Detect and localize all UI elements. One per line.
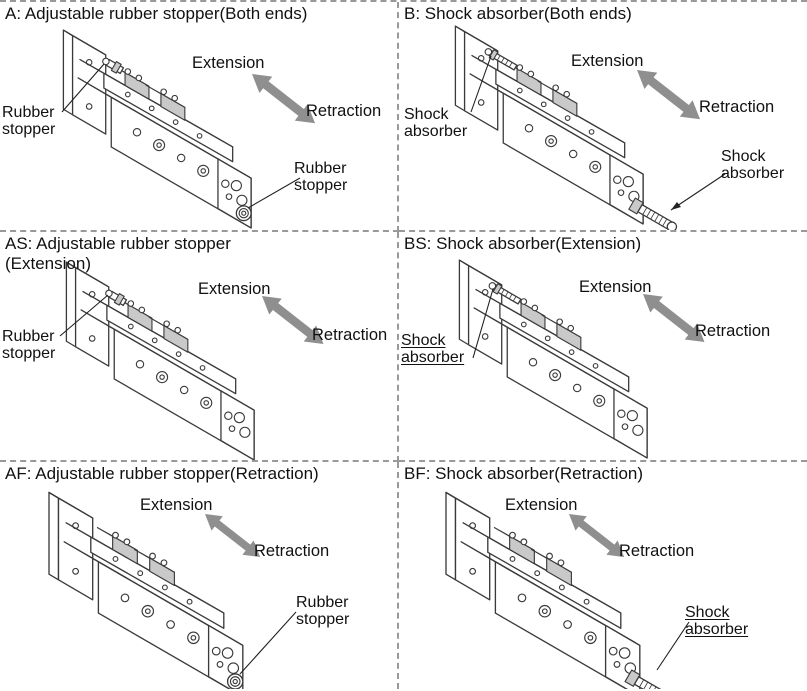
actuator-isometric-drawing — [458, 259, 711, 459]
leader-line — [61, 63, 105, 113]
callout-rubber-stopper: Rubber stopper — [294, 160, 348, 195]
extension-label: Extension — [198, 280, 271, 298]
leader-line — [470, 55, 492, 113]
panel-bs-scene: Extension Retraction Shock absorber — [399, 232, 807, 460]
actuator-body — [445, 491, 641, 689]
panel-title: A: Adjustable rubber stopper(Both ends) — [5, 4, 308, 23]
panel-a: A: Adjustable rubber stopper(Both ends) … — [0, 2, 399, 232]
actuator-isometric-drawing — [61, 29, 322, 229]
panel-as-scene: Extension Retraction Rubber stopper — [0, 232, 397, 460]
panel-title: AF: Adjustable rubber stopper(Retraction… — [5, 464, 319, 483]
callout-rubber-stopper: Rubber stopper — [296, 594, 350, 629]
retraction-label: Retraction — [254, 542, 330, 560]
leader-line — [472, 288, 494, 359]
retraction-label: Retraction — [312, 326, 388, 344]
extension-label: Extension — [579, 278, 652, 296]
actuator-isometric-drawing — [48, 491, 297, 689]
leader-line — [247, 177, 301, 209]
shock-absorber-retraction-icon — [624, 669, 678, 689]
panel-bf-scene: Extension Retraction Shock absorber — [399, 462, 807, 689]
rubber-stopper-retraction-icon — [226, 673, 244, 689]
callout-rubber-stopper: Rubber stopper — [2, 328, 56, 363]
extension-retraction-arrow-icon — [630, 61, 707, 128]
actuator-isometric-drawing — [445, 491, 690, 689]
leader-line — [656, 621, 690, 671]
callout-shock-absorber: Shock absorber — [685, 604, 749, 639]
actuator-isometric-drawing — [59, 261, 330, 460]
callout-rubber-stopper: Rubber stopper — [2, 104, 56, 139]
panel-bs: BS: Shock absorber(Extension) Extension … — [399, 232, 807, 462]
panel-b-scene: Extension Retraction Shock absorber Shoc… — [399, 2, 807, 230]
panel-title: B: Shock absorber(Both ends) — [404, 4, 632, 23]
panel-af-scene: Extension Retraction Rubber stopper — [0, 462, 397, 689]
retraction-label: Retraction — [619, 542, 695, 560]
extension-label: Extension — [505, 496, 578, 514]
leader-line — [670, 173, 726, 211]
extension-retraction-arrow-icon — [245, 65, 322, 132]
leader-arrowhead-icon — [671, 202, 681, 210]
callout-shock-absorber: Shock absorber — [401, 332, 465, 367]
leader-line — [59, 294, 109, 337]
retraction-label: Retraction — [695, 322, 771, 340]
panel-af: AF: Adjustable rubber stopper(Retraction… — [0, 462, 399, 689]
panel-b: B: Shock absorber(Both ends) Extension R… — [399, 2, 807, 232]
callout-shock-absorber: Shock absorber — [721, 148, 785, 183]
leader-line — [239, 611, 297, 675]
panel-a-scene: Extension Retraction Rubber stopper Rubb… — [0, 2, 397, 230]
panel-title: BF: Shock absorber(Retraction) — [404, 464, 644, 483]
retraction-label: Retraction — [699, 98, 775, 116]
retraction-label: Retraction — [306, 102, 382, 120]
extension-label: Extension — [192, 54, 265, 72]
panel-as: AS: Adjustable rubber stopper (Extension… — [0, 232, 399, 462]
panel-title: BS: Shock absorber(Extension) — [404, 234, 642, 253]
panel-bf: BF: Shock absorber(Retraction) Extension… — [399, 462, 807, 689]
extension-label: Extension — [140, 496, 213, 514]
callout-shock-absorber: Shock absorber — [404, 106, 468, 141]
actuator-isometric-drawing — [454, 25, 726, 230]
extension-label: Extension — [571, 52, 644, 70]
panel-title: AS: Adjustable rubber stopper (Extension… — [5, 234, 231, 274]
